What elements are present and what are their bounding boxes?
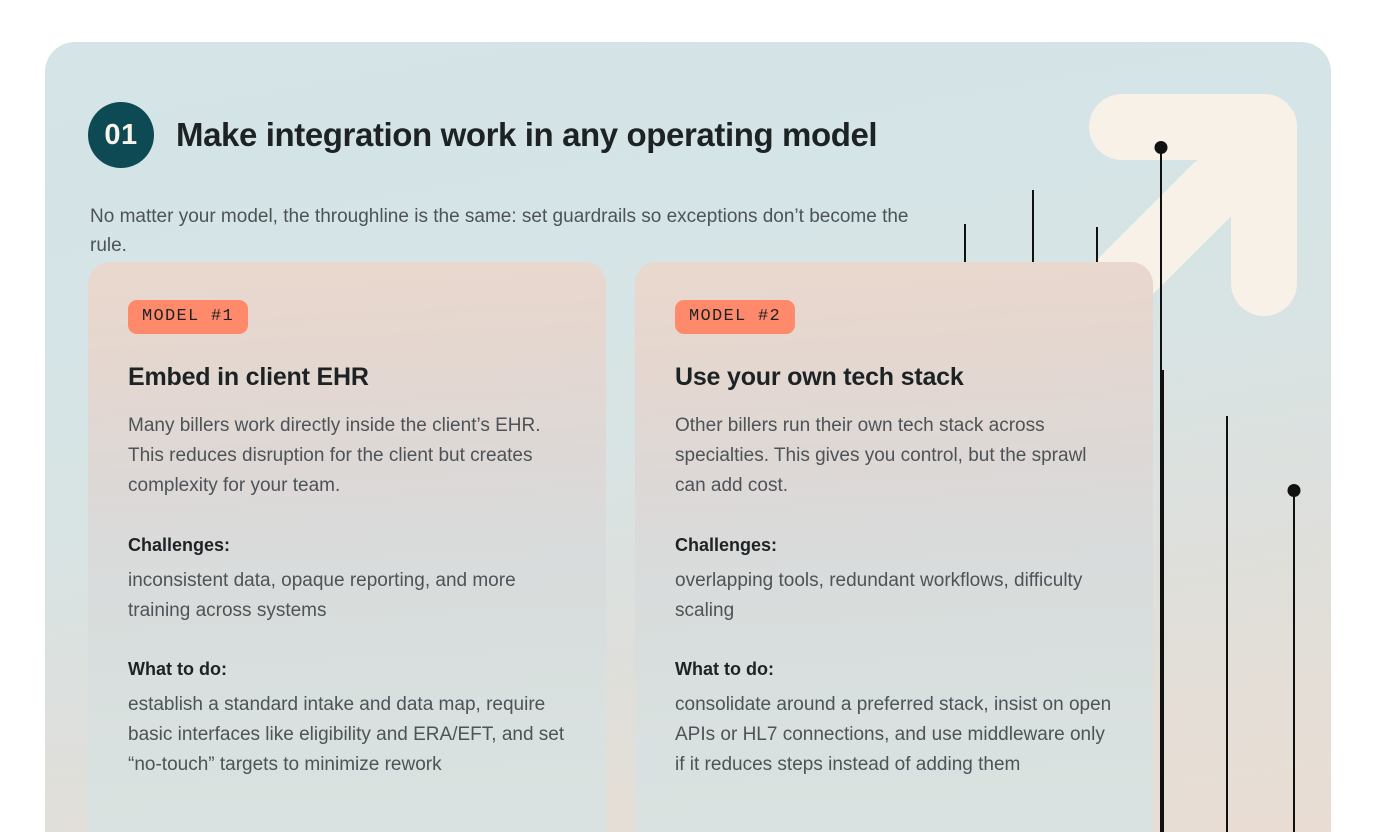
card-description: Many billers work directly inside the cl… xyxy=(128,415,541,497)
what-to-do-body: consolidate around a preferred stack, in… xyxy=(675,694,1112,775)
content-panel: 01 Make integration work in any operatin… xyxy=(45,42,1331,832)
card-title: Embed in client EHR xyxy=(128,363,369,391)
model-card-list: MODEL #1 Embed in client EHR Many biller… xyxy=(88,262,1291,832)
challenges-label: Challenges: xyxy=(128,535,231,556)
what-to-do-section: What to do: consolidate around a preferr… xyxy=(675,659,1119,779)
challenges-body: inconsistent data, opaque reporting, and… xyxy=(128,570,516,621)
what-to-do-body: establish a standard intake and data map… xyxy=(128,694,565,775)
what-to-do-section: What to do: establish a standard intake … xyxy=(128,659,572,779)
model-card: MODEL #2 Use your own tech stack Other b… xyxy=(635,262,1153,832)
model-badge: MODEL #2 xyxy=(675,300,796,334)
card-title: Use your own tech stack xyxy=(675,363,964,391)
challenges-label: Challenges: xyxy=(675,535,778,556)
header: 01 Make integration work in any operatin… xyxy=(88,95,1291,279)
card-description: Other billers run their own tech stack a… xyxy=(675,415,1087,497)
challenges-body: overlapping tools, redundant workflows, … xyxy=(675,570,1083,621)
page-title: Make integration work in any operating m… xyxy=(176,116,878,154)
model-card: MODEL #1 Embed in client EHR Many biller… xyxy=(88,262,606,832)
page-subtitle: No matter your model, the throughline is… xyxy=(90,205,909,256)
header-row: 01 Make integration work in any operatin… xyxy=(88,95,1291,176)
what-to-do-label: What to do: xyxy=(675,659,774,680)
what-to-do-label: What to do: xyxy=(128,659,227,680)
pin-line xyxy=(1293,490,1295,832)
challenges-section: Challenges: overlapping tools, redundant… xyxy=(675,535,1119,625)
model-badge: MODEL #1 xyxy=(128,300,249,334)
challenges-section: Challenges: inconsistent data, opaque re… xyxy=(128,535,572,625)
step-number-badge: 01 xyxy=(88,102,154,169)
